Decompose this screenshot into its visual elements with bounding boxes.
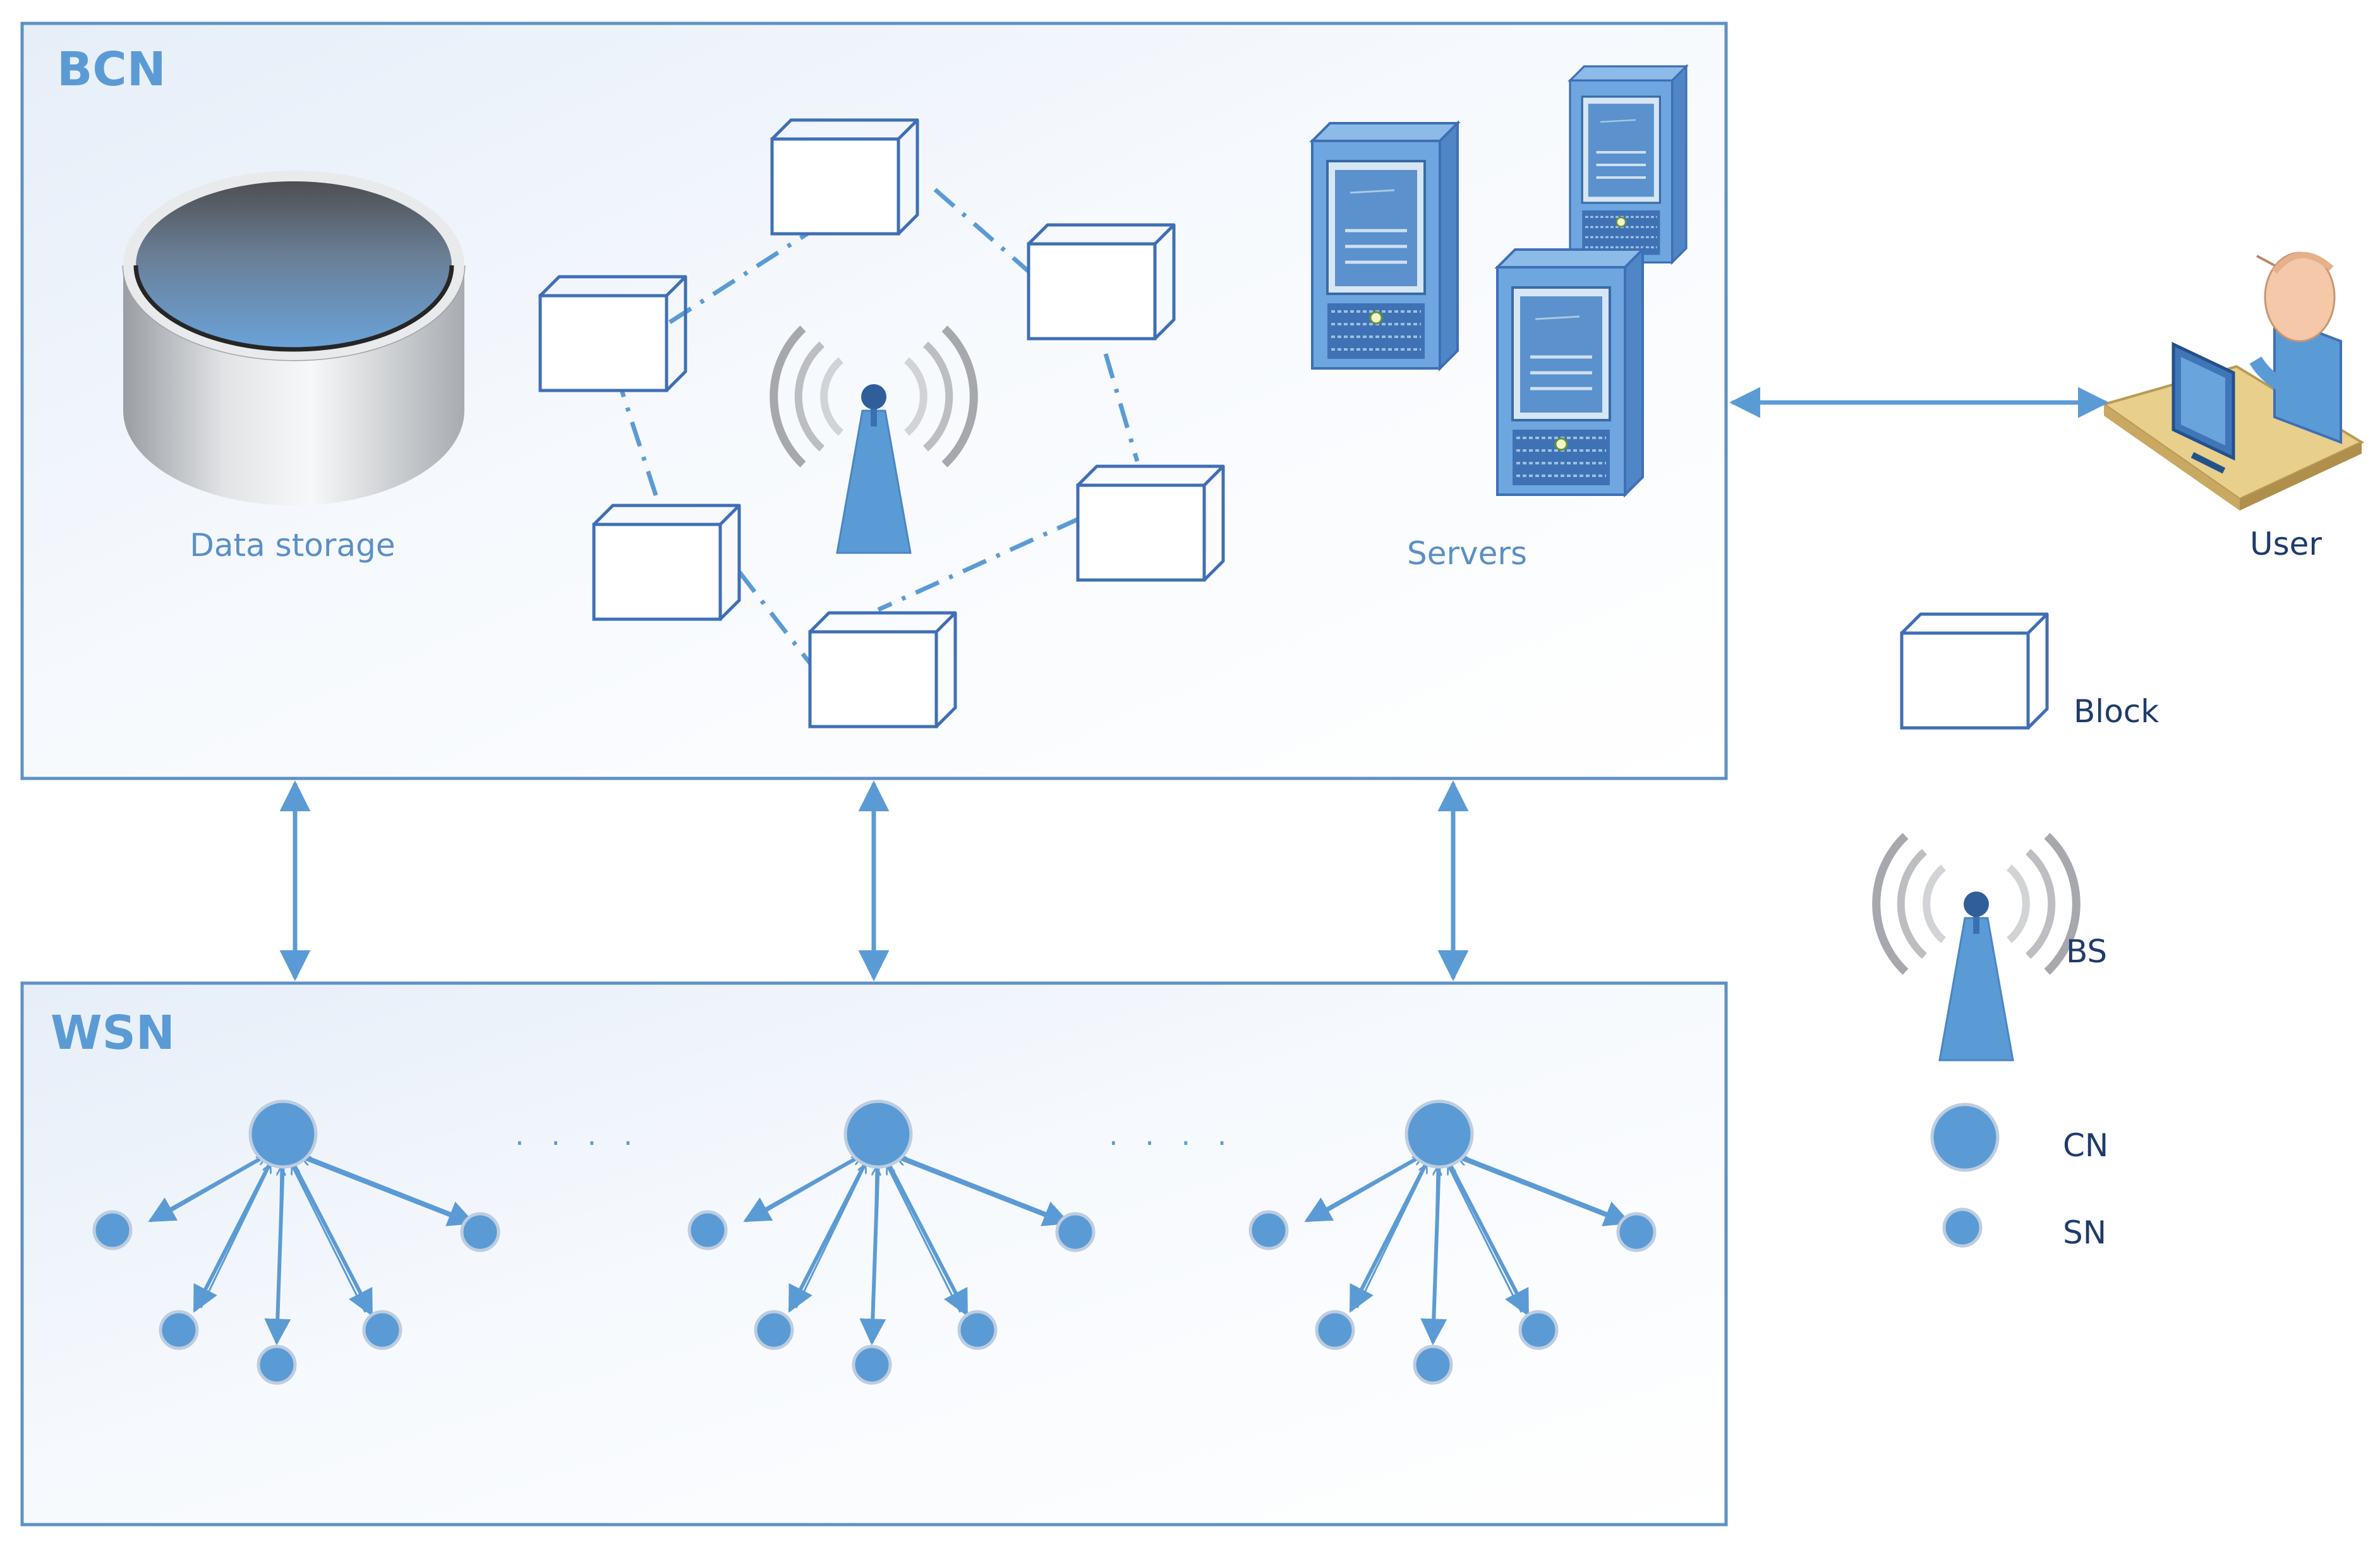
server-icon-right — [1497, 250, 1643, 495]
wsn-panel: WSN · · · · · · · · — [20, 981, 1728, 1527]
legend-cn-label: CN — [2063, 1127, 2108, 1164]
data-storage-icon — [122, 171, 466, 505]
servers-label: Servers — [1407, 535, 1527, 572]
legend-cn-icon — [1930, 1103, 2000, 1172]
bcn-title: BCN — [57, 42, 166, 97]
legend-block-icon — [1902, 614, 2047, 728]
server-icon-small — [1570, 66, 1686, 262]
data-storage-label: Data storage — [190, 527, 395, 564]
wsn-ellipsis-2: · · · · — [1109, 1126, 1235, 1160]
legend-sn-label: SN — [2063, 1214, 2106, 1251]
user-label: User — [2250, 526, 2322, 562]
wsn-title: WSN — [51, 1006, 175, 1060]
bcn-wsn-arrows — [279, 780, 1469, 981]
legend-sn-icon — [1942, 1207, 1983, 1248]
block-chain-links — [613, 188, 1140, 672]
server-icon-left — [1312, 123, 1458, 368]
legend-bs-label: BS — [2066, 933, 2107, 970]
legend: Block BS CN SN — [1876, 614, 2159, 1251]
user-icon — [2101, 251, 2365, 511]
legend-bs-icon — [1876, 836, 2077, 1060]
wsn-ellipsis-1: · · · · — [515, 1126, 641, 1160]
legend-block-label: Block — [2074, 693, 2159, 730]
bcn-panel: BCN Data storage Servers — [20, 21, 1728, 780]
